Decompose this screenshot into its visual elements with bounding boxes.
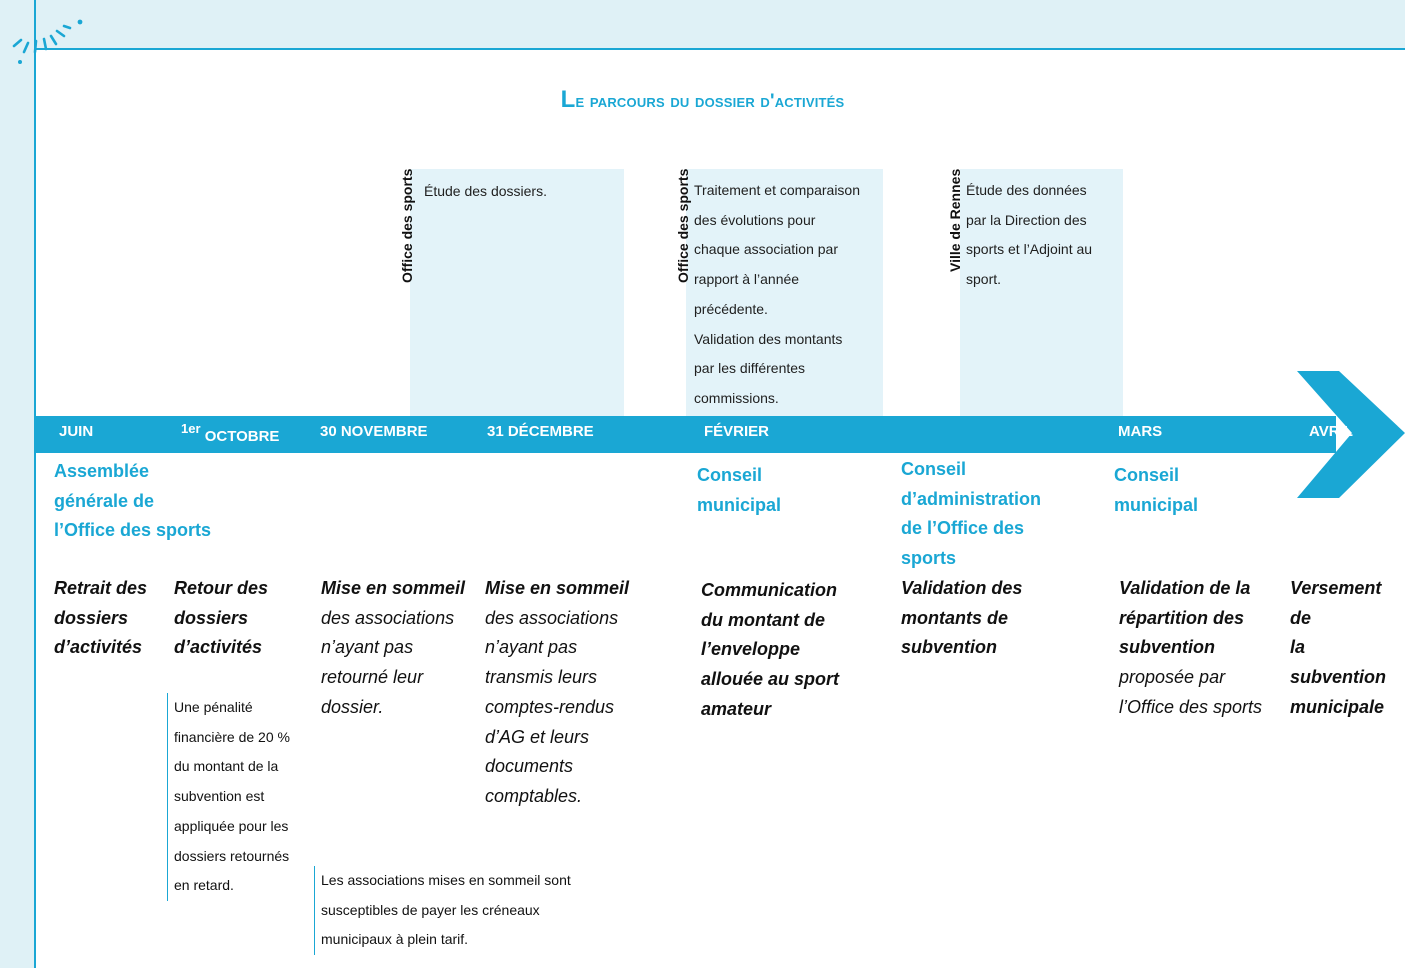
tick-avril: AVRIL bbox=[1309, 423, 1353, 440]
phase-box-2: Office des sports Traitement et comparai… bbox=[675, 169, 883, 417]
phase-actor-label: Office des sports bbox=[399, 169, 415, 284]
tick-mars: MARS bbox=[1118, 423, 1163, 440]
page-title: Le parcours du dossier d'activités bbox=[0, 86, 1405, 114]
title-initial: L bbox=[560, 86, 576, 113]
event-assemblee: Assemblée générale de l’Office des sport… bbox=[54, 461, 212, 541]
step-retour: Retour des dossiers d’activités bbox=[174, 578, 269, 658]
tick-novembre: 30 NOVEMBRE bbox=[320, 423, 428, 440]
title-rest: e parcours du dossier d'activités bbox=[575, 91, 845, 112]
step-validation-repartition: Validation de la répartition des subvent… bbox=[1119, 578, 1263, 717]
phase-box-3: Ville de Rennes Étude des données par la… bbox=[947, 169, 1123, 417]
side-band bbox=[0, 0, 36, 968]
tick-fevrier: FÉVRIER bbox=[704, 423, 770, 440]
note-sommeil: Les associations mises en sommeil sont s… bbox=[314, 866, 601, 956]
event-conseil-municipal-1: Conseil municipal bbox=[697, 465, 782, 515]
phase-text: Traitement et comparaison des évolutions… bbox=[694, 182, 860, 406]
phase-actor-label: Ville de Rennes bbox=[947, 169, 963, 273]
timeline-arrow bbox=[36, 371, 1405, 498]
phase-actor-label: Office des sports bbox=[675, 169, 691, 284]
note-penalite: Une pénalité financière de 20 % du monta… bbox=[167, 693, 309, 901]
phase-text: Étude des données par la Direction des s… bbox=[966, 182, 1093, 288]
step-communication: Communication du montant de l’enveloppe … bbox=[701, 580, 840, 719]
phase-text: Étude des dossiers. bbox=[424, 183, 547, 199]
event-conseil-administration: Conseil d’administration de l’Office des… bbox=[901, 459, 1042, 569]
event-conseil-municipal-2: Conseil municipal bbox=[1114, 465, 1199, 515]
step-versement: Versement de la subvention municipale bbox=[1290, 578, 1387, 717]
sparkle-logo-icon bbox=[12, 19, 83, 64]
step-validation-montants: Validation des montants de subvention bbox=[901, 578, 1023, 658]
tick-juin: JUIN bbox=[59, 423, 94, 440]
tick-octobre: 1er OCTOBRE bbox=[181, 421, 280, 445]
top-band bbox=[0, 0, 1405, 50]
step-retrait: Retrait des dossiers d’activités bbox=[54, 578, 148, 658]
phase-box-1: Office des sports Étude des dossiers. bbox=[399, 169, 624, 417]
tick-decembre: 31 DÉCEMBRE bbox=[487, 423, 594, 440]
